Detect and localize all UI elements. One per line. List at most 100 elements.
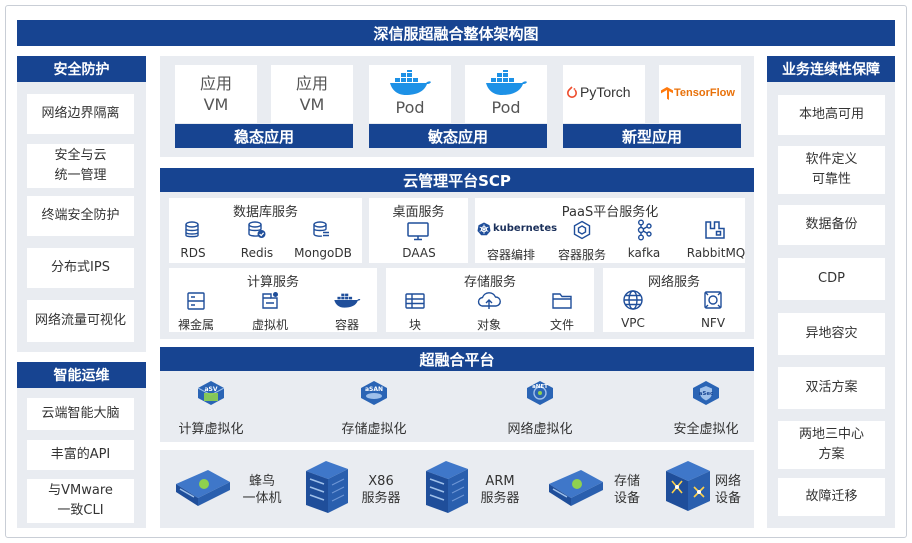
- asec-icon: aSec: [693, 381, 719, 405]
- rabbitmq-label: RabbitMQ: [686, 246, 746, 260]
- security-item: 网络流量可视化: [27, 300, 134, 342]
- tensorflow-card: [659, 65, 741, 123]
- virtual-machine-icon: [262, 292, 278, 309]
- agile-apps-label: 敏态应用: [369, 124, 547, 148]
- security-item: 安全与云 统一管理: [27, 144, 134, 188]
- rabbitmq-icon: [705, 221, 725, 239]
- vpc-label: VPC: [621, 316, 645, 330]
- network-device-icon: [666, 461, 710, 511]
- storage-device-label: 存储 设备: [613, 474, 640, 506]
- network-service-title: 网络服务: [647, 275, 700, 290]
- appliance-label: 蜂鸟 一体机: [242, 474, 282, 506]
- kubernetes-wordmark: kubernetes: [493, 223, 558, 234]
- compute-service-title: 计算服务: [246, 275, 299, 290]
- bare-metal-icon: [187, 292, 205, 310]
- arm-server-icon: [426, 461, 468, 513]
- asan-icon: aSAN: [361, 381, 387, 405]
- object-storage-icon: [477, 292, 501, 309]
- pytorch-icon: [567, 86, 577, 98]
- block-label: 块: [408, 318, 421, 332]
- continuity-item: 数据备份: [778, 205, 885, 245]
- container-service-icon: [573, 220, 591, 240]
- container-orchestration-label: 容器编排: [486, 248, 535, 262]
- storage-service-title: 存储服务: [463, 275, 516, 290]
- block-storage-icon: [405, 293, 425, 309]
- vm-card: 应用 VM: [271, 65, 353, 123]
- svg-text:aNET: aNET: [532, 384, 548, 390]
- storage-device-icon: [549, 470, 603, 506]
- ops-title: 智能运维: [17, 362, 146, 388]
- docker-whale-icon: [486, 70, 527, 95]
- hci-panel: [160, 371, 754, 442]
- container-icon: [334, 293, 361, 308]
- mongodb-label: MongoDB: [294, 246, 352, 260]
- continuity-item: 双活方案: [778, 367, 885, 409]
- security-virtualization-label: 安全虚拟化: [673, 422, 739, 437]
- ops-item: 丰富的API: [27, 440, 134, 470]
- pod-label: Pod: [491, 98, 521, 117]
- continuity-item: CDP: [778, 258, 885, 300]
- monitor-icon: [407, 222, 429, 241]
- kafka-label: kafka: [627, 246, 661, 260]
- container-label: 容器: [334, 318, 359, 332]
- globe-icon: [623, 290, 643, 310]
- continuity-item: 软件定义 可靠性: [778, 146, 885, 194]
- appliance-icon: [176, 470, 230, 506]
- new-apps-label: 新型应用: [563, 124, 741, 148]
- database-icon: [185, 221, 199, 238]
- x86-server-icon: [306, 461, 348, 513]
- continuity-item: 异地容灾: [778, 313, 885, 355]
- container-service-label: 容器服务: [557, 248, 606, 262]
- diagram-frame: [5, 5, 907, 538]
- svg-text:aSAN: aSAN: [365, 386, 383, 393]
- paas-service-box: [475, 198, 745, 263]
- compute-virtualization-label: 计算虚拟化: [178, 422, 244, 437]
- storage-service-box: [386, 268, 594, 332]
- ops-item: 云端智能大脑: [27, 398, 134, 430]
- page-title: 深信服超融合整体架构图: [17, 20, 895, 46]
- vm-card: 应用 VM: [175, 65, 257, 123]
- file-storage-icon: [552, 293, 572, 309]
- mongodb-icon: [313, 221, 329, 237]
- continuity-item: 本地高可用: [778, 95, 885, 135]
- security-item: 终端安全防护: [27, 196, 134, 236]
- security-title: 安全防护: [17, 56, 146, 82]
- network-device-label: 网络 设备: [714, 474, 741, 506]
- tensorflow-icon: [661, 87, 673, 100]
- kubernetes-icon: [477, 222, 491, 236]
- pytorch-logo-text: PyTorch: [580, 84, 631, 100]
- storage-virtualization-label: 存储虚拟化: [341, 422, 407, 437]
- redis-label: Redis: [240, 246, 274, 260]
- scp-title: 云管理平台SCP: [160, 168, 754, 192]
- ops-item: 与VMware 一致CLI: [27, 479, 134, 523]
- svg-text:aSV: aSV: [204, 386, 217, 393]
- file-label: 文件: [549, 318, 574, 332]
- nfv-label: NFV: [700, 316, 726, 330]
- security-item: 分布式IPS: [27, 248, 134, 288]
- network-virtualization-label: 网络虚拟化: [507, 422, 573, 437]
- stable-apps-label: 稳态应用: [175, 124, 353, 148]
- desktop-service-box: [369, 198, 468, 263]
- redis-icon: [248, 221, 266, 238]
- desktop-service-title: 桌面服务: [392, 205, 445, 220]
- svg-text:aSec: aSec: [699, 391, 714, 397]
- daas-label: DAAS: [402, 246, 436, 260]
- arm-server-label: ARM 服务器: [480, 474, 520, 506]
- security-item: 网络边界隔离: [27, 94, 134, 134]
- database-service-box: [169, 198, 362, 263]
- asv-icon: aSV: [197, 381, 225, 405]
- pod-label: Pod: [395, 98, 425, 117]
- bare-metal-label: 裸金属: [177, 318, 214, 332]
- continuity-item: 故障迁移: [778, 478, 885, 516]
- x86-server-label: X86 服务器: [361, 474, 401, 506]
- rds-label: RDS: [180, 246, 206, 260]
- continuity-title: 业务连续性保障: [767, 56, 895, 82]
- anet-icon: aNET: [527, 381, 553, 405]
- docker-whale-icon: [390, 70, 431, 95]
- hci-title: 超融合平台: [160, 347, 754, 371]
- object-label: 对象: [476, 318, 501, 332]
- virtual-machine-label: 虚拟机: [251, 318, 288, 332]
- paas-service-title: PaaS平台服务化: [561, 205, 659, 220]
- database-service-title: 数据库服务: [232, 205, 298, 220]
- continuity-item: 两地三中心 方案: [778, 421, 885, 469]
